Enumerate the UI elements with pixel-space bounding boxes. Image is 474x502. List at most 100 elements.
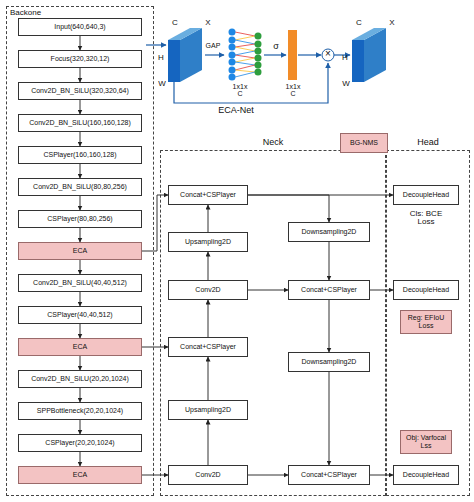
layer-box: Conv2D_BN_SiLU(20,20,1024) — [18, 370, 142, 388]
layer-box: Conv2D_BN_SiLU(160,160,128) — [18, 114, 142, 132]
connector — [80, 388, 81, 402]
link-line — [235, 58, 255, 62]
attention-bar — [288, 30, 297, 80]
link-line — [235, 40, 255, 44]
eca-box: ECA — [18, 338, 142, 356]
neck-box: Upsampling2D — [168, 232, 248, 252]
link-line — [235, 44, 255, 47]
link-line — [235, 65, 255, 70]
annotation-label: X — [389, 19, 394, 27]
connector — [329, 242, 330, 280]
layer-box: Conv2D_BN_SiLU(320,320,64) — [18, 82, 142, 100]
loss-box: Obj: Varfocal Lss — [400, 430, 452, 454]
head-panel: HeadDecoupleHeadDecoupleHeadReg: EFIoU L… — [386, 150, 470, 496]
node-text: Conv2D_BN_SiLU(320,320,64) — [31, 87, 129, 95]
connector — [80, 68, 81, 82]
eca-box: ECA — [18, 466, 142, 484]
panel-heading: Backone — [10, 8, 41, 17]
neck-box: Concat+CSPlayer — [168, 337, 248, 357]
annotation-label: × — [325, 49, 331, 60]
link-line — [235, 70, 255, 72]
node-text: Conv2D_BN_SiLU(40,40,512) — [33, 279, 127, 287]
annotation-label: 1x1x C — [284, 83, 302, 98]
eca-box: ECA — [18, 242, 142, 260]
node-text: DecoupleHead — [403, 191, 449, 199]
neuron-column — [229, 29, 236, 81]
link-line — [235, 55, 255, 58]
connector — [142, 195, 168, 251]
connector — [329, 300, 330, 352]
head-box: DecoupleHead — [393, 465, 459, 485]
link-line — [235, 51, 255, 55]
connector — [248, 195, 393, 196]
node-text: Focus(320,320,12) — [51, 55, 110, 63]
link-line — [235, 62, 255, 65]
neck-box: Concat+CSPlayer — [288, 465, 370, 485]
node-text: Downsampling2D — [302, 228, 357, 236]
annotation-label: H — [342, 54, 348, 62]
neuron-column — [255, 33, 262, 76]
multiply-circle — [322, 49, 334, 61]
node-text: Concat+CSPlayer — [180, 191, 236, 199]
neuron — [255, 55, 262, 62]
connector — [370, 475, 393, 476]
feature-cube-front — [352, 40, 364, 82]
layer-box: Input(640,640,3) — [18, 18, 142, 36]
layer-box: SPPBottleneck(20,20,1024) — [18, 402, 142, 420]
annotation-label: C — [356, 19, 362, 27]
layer-box: Conv2D_BN_SiLU(80,80,256) — [18, 178, 142, 196]
layer-box: CSPlayer(80,80,256) — [18, 210, 142, 228]
layer-box: CSPlayer(20,20,1024) — [18, 434, 142, 452]
node-text: Conv2D — [195, 286, 220, 294]
connector — [248, 290, 288, 291]
connector — [80, 260, 81, 274]
node-text: Reg: EFIoU Loss — [401, 314, 451, 329]
node-text: CSPlayer(20,20,1024) — [45, 439, 114, 447]
node-text: Conv2D_BN_SiLU(160,160,128) — [29, 119, 131, 127]
annotation-label: σ — [273, 42, 279, 51]
annotation-label: H — [158, 54, 164, 62]
neuron — [255, 33, 262, 40]
node-text: Concat+CSPlayer — [180, 343, 236, 351]
connector — [208, 357, 209, 400]
layer-box: CSPlayer(40,40,512) — [18, 306, 142, 324]
annotation-label: GAP — [206, 42, 221, 49]
connector — [208, 420, 209, 465]
connector — [80, 132, 81, 146]
node-text: CSPlayer(40,40,512) — [47, 311, 112, 319]
annotation-label: 1x1x C — [231, 83, 249, 98]
annotation-label: W — [342, 80, 350, 88]
skip-connection — [174, 63, 328, 103]
node-text: ECA — [73, 247, 87, 255]
node-text: Concat+CSPlayer — [301, 471, 357, 479]
link-line — [235, 32, 255, 36]
node-text: SPPBottleneck(20,20,1024) — [37, 407, 123, 415]
node-text: DecoupleHead — [403, 286, 449, 294]
connector — [208, 205, 209, 232]
annotation-label: W — [158, 80, 166, 88]
annotation-label: X — [205, 19, 210, 27]
node-text: BG-NMS — [350, 139, 378, 147]
node-text: CSPlayer(160,160,128) — [43, 151, 116, 159]
neuron-links — [235, 32, 255, 77]
feature-cube-front — [168, 40, 180, 82]
sigma-arrow — [264, 54, 286, 55]
connector — [80, 324, 81, 338]
link-line — [235, 47, 255, 51]
gap-arrow — [205, 54, 224, 55]
link-line — [235, 36, 255, 40]
panel-heading: Head — [387, 137, 469, 147]
layer-box: Focus(320,320,12) — [18, 50, 142, 68]
neuron — [255, 69, 262, 76]
node-text: Obj: Varfocal Lss — [401, 434, 451, 449]
nms-box: BG-NMS — [340, 133, 388, 153]
node-text: Conv2D — [195, 471, 220, 479]
connector — [142, 347, 168, 348]
neuron — [229, 67, 236, 74]
annotation-label: Cls: BCE Loss — [402, 210, 450, 227]
loss-box: Reg: EFIoU Loss — [400, 310, 452, 334]
connector — [208, 300, 209, 337]
connector — [248, 195, 329, 222]
neuron — [255, 48, 262, 55]
annotation-label: ECA-Net — [218, 106, 254, 115]
